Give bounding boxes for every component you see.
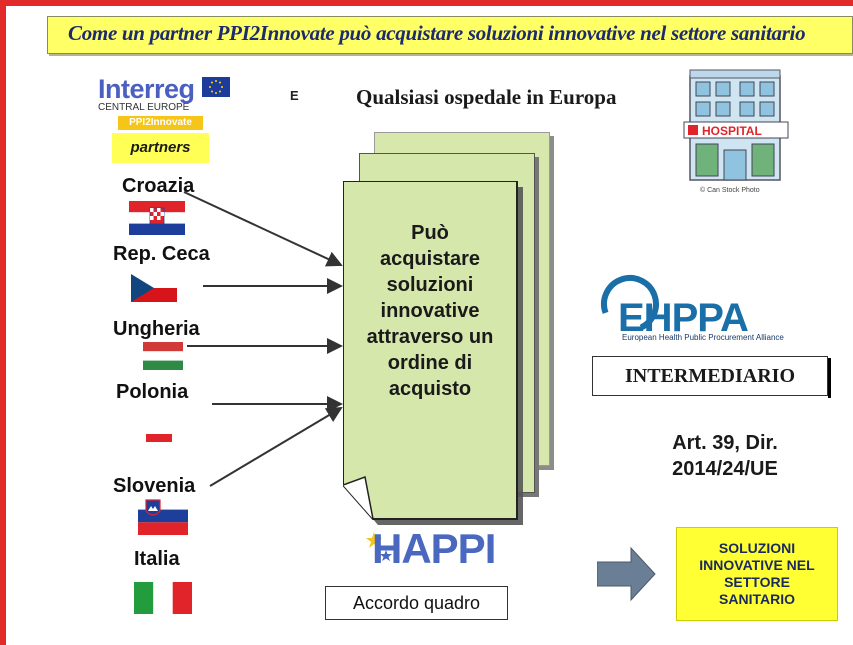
country-label-rep-ceca: Rep. Ceca (113, 243, 210, 265)
article-reference: Art. 39, Dir. 2014/24/UE (640, 430, 810, 482)
interreg-logo-subtext: CENTRAL EUROPE (98, 102, 190, 113)
poland-flag-icon (146, 428, 172, 442)
ehppa-logo-text: EHPPA (618, 296, 749, 340)
arrow-slovenia (209, 406, 343, 487)
czech-flag-icon (131, 274, 177, 302)
ehppa-logo-icon (600, 272, 660, 337)
hungary-flag-icon (143, 342, 183, 370)
eu-flag-icon (202, 77, 230, 97)
slide-frame-top (0, 0, 853, 6)
hospital-sign-text: HOSPITAL (702, 124, 762, 138)
document-line: ordine di (387, 352, 473, 374)
title-banner: Come un partner PPI2Innovate può acquist… (47, 16, 853, 54)
hospital-caption: © Can Stock Photo (700, 187, 760, 194)
arrow-croazia (183, 191, 343, 267)
country-label-italia: Italia (134, 548, 180, 570)
outcome-line: INNOVATIVE NEL (699, 557, 815, 573)
intermediary-box: INTERMEDIARIO (592, 356, 828, 396)
country-label-croazia: Croazia (122, 175, 195, 197)
hospital-icon: HOSPITAL (680, 68, 790, 191)
country-label-slovenia: Slovenia (113, 475, 196, 497)
country-label-ungheria: Ungheria (113, 318, 200, 340)
framework-agreement-box: Accordo quadro (325, 586, 508, 620)
right-arrow-icon (596, 546, 657, 607)
intermediary-box-shadow (828, 358, 831, 398)
article-line-2: 2014/24/UE (672, 458, 778, 480)
outcome-line: SOLUZIONI (718, 540, 796, 556)
ppi2innovate-badge: PPI2Innovate (118, 116, 203, 130)
country-label-polonia: Polonia (116, 381, 189, 403)
happi-stars-icon (366, 530, 396, 575)
happi-logo-text: HAPPI (372, 525, 496, 572)
croatia-flag-icon (129, 201, 185, 235)
page-title: Come un partner PPI2Innovate può acquist… (68, 21, 806, 45)
slide-frame-left (0, 0, 6, 645)
document-line: acquisto (388, 378, 472, 400)
italy-flag-icon (134, 582, 192, 614)
document-line: innovative (380, 300, 480, 322)
partners-label: partners (112, 133, 209, 163)
small-e-label: E (290, 88, 299, 103)
interreg-logo-text: Interreg (98, 74, 195, 104)
outcome-line: SETTORE (724, 574, 790, 590)
outcome-box: SOLUZIONI INNOVATIVE NEL SETTORE SANITAR… (676, 527, 838, 621)
slovenia-flag-icon (138, 497, 188, 535)
document-line: acquistare (379, 248, 481, 270)
outcome-line: SANITARIO (719, 591, 795, 607)
document-line: soluzioni (386, 274, 474, 296)
document-stack-front (342, 180, 523, 525)
document-line: Può (411, 222, 449, 244)
ehppa-logo-subtext: European Health Public Procurement Allia… (622, 333, 784, 342)
article-line-1: Art. 39, Dir. (672, 432, 778, 454)
document-text: Può acquistare soluzioni innovative attr… (343, 220, 517, 402)
subtitle: Qualsiasi ospedale in Europa (356, 85, 617, 109)
document-line: attraverso un (366, 326, 494, 348)
